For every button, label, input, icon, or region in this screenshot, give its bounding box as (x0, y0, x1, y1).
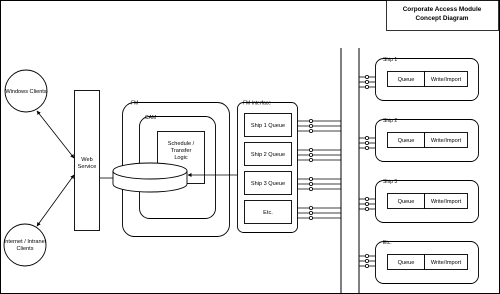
web-service-label-1: Web (81, 157, 92, 163)
ship-etc-queue-text: Queue (398, 260, 415, 266)
title-line-2: Concept Diagram (416, 15, 469, 22)
etc-queue-label: Etc. (263, 210, 273, 216)
ship-etc-label: Etc. (383, 240, 392, 246)
windows-clients-label: Windows Clients (5, 89, 47, 95)
web-service-label-2: Service (78, 164, 97, 170)
database-cylinder-top (112, 162, 188, 180)
queue-links (297, 119, 341, 220)
ship-1-write-text: Write/Import (431, 77, 462, 83)
ship-etc-write-cell (424, 254, 468, 270)
ship-1-queue-label: Ship 1 Queue (251, 123, 285, 129)
schedule-logic-label-3: Logic (174, 155, 188, 161)
title-box (386, 0, 499, 31)
ship-3-write-text: Write/Import (431, 199, 462, 205)
fm-interface-label: FM Interface (243, 101, 271, 107)
ship-3-write-cell (424, 193, 468, 209)
ship-2-write-cell (424, 132, 468, 148)
ship-1-queue-text: Queue (398, 77, 415, 83)
title-line-1: Corporate Access Module (403, 6, 482, 13)
ship-3-queue-label: Ship 3 Queue (251, 181, 285, 187)
ship-3-queue-text: Queue (398, 199, 415, 205)
ship-2-queue-box (244, 142, 292, 166)
ship-2-queue-text: Queue (398, 138, 415, 144)
etc-queue-box (244, 200, 292, 224)
ship-2-label: Ship 2 (383, 118, 397, 124)
ship-1-write-cell (424, 71, 468, 87)
ship-links (359, 75, 375, 268)
ship-2-write-text: Write/Import (431, 138, 462, 144)
internet-clients-label-2: Clients (16, 246, 33, 252)
ship-1-label: Ship 1 (383, 57, 397, 63)
web-service-box (74, 90, 100, 231)
windows-clients-node (4, 69, 48, 113)
ship-3-label: Ship 3 (383, 179, 397, 185)
ship-1-queue-box (244, 113, 292, 137)
schedule-logic-label-1: Schedule / (168, 141, 195, 147)
internet-clients-node (3, 223, 47, 267)
windows-to-webservice-arrow (36, 110, 75, 159)
cam-label: CAM (145, 115, 156, 121)
ship-etc-write-text: Write/Import (431, 260, 462, 266)
internet-clients-label-1: Internet / Intranet (4, 239, 47, 245)
fm-label: FM (131, 101, 138, 107)
ship-3-queue-box (244, 171, 292, 195)
schedule-logic-label-2: Transfer (171, 148, 192, 154)
internet-to-webservice-arrow (36, 174, 75, 227)
ship-2-queue-label: Ship 2 Queue (251, 152, 285, 158)
